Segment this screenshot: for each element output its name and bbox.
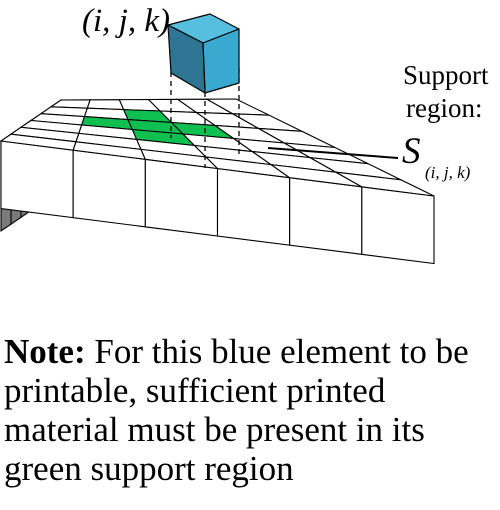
support-pointer-line <box>267 147 399 159</box>
blue-element-cube <box>167 13 240 94</box>
note-body: For this blue element to be printable, s… <box>4 332 469 488</box>
note-heading: Note: <box>4 332 86 371</box>
cube-side-face <box>167 24 206 94</box>
slab-front-face <box>0 140 74 219</box>
support-symbol: S <box>402 131 421 172</box>
build-plate-sides <box>0 98 435 265</box>
slab-front-face <box>72 149 146 228</box>
grid-cell <box>335 171 435 197</box>
slab-front-face <box>361 186 435 265</box>
build-plate-grid <box>0 98 435 197</box>
support-subscript: (i, j, k) <box>425 163 471 182</box>
note-paragraph: Note: For this blue element to be printa… <box>4 332 498 488</box>
slab-front-face <box>144 158 219 237</box>
support-label-line2: region: <box>406 93 482 123</box>
element-label: (i, j, k) <box>82 3 170 39</box>
projection-lines <box>170 68 240 168</box>
slab-front-face <box>289 177 363 255</box>
support-label-line1: Support <box>403 60 489 90</box>
voxel-diagram: (i, j, k) Support region: S (i, j, k) <box>0 3 489 265</box>
slab-front-face <box>216 167 291 246</box>
